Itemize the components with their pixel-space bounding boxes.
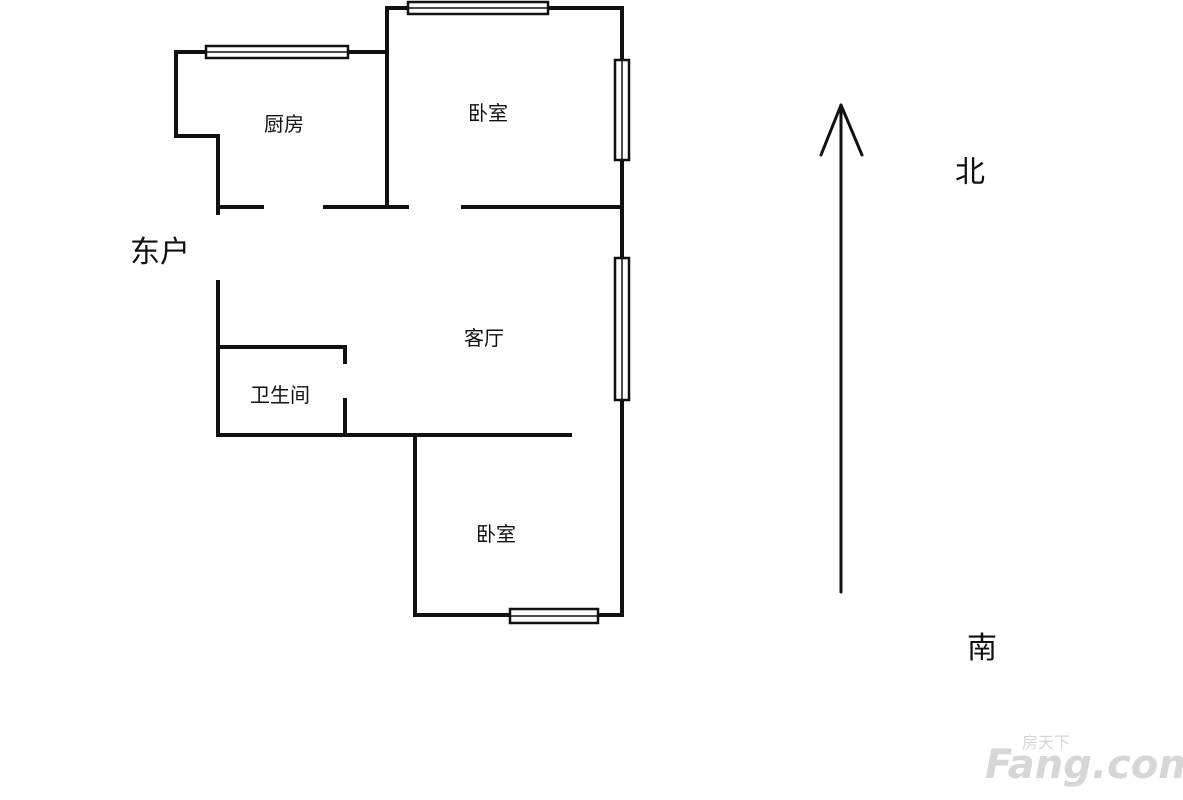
bedroom-south-label: 卧室 xyxy=(476,522,516,546)
window-bedroom-north-top xyxy=(406,0,550,16)
watermark-chinese: 房天下 xyxy=(1022,733,1070,752)
north-label: 北 xyxy=(955,155,985,190)
south-label: 南 xyxy=(967,631,997,666)
windows xyxy=(204,0,631,625)
north-arrow-icon xyxy=(819,103,864,594)
watermark-brand: Fang.com xyxy=(985,742,1183,788)
fang-watermark-logo: 房天下 Fang.com xyxy=(985,733,1183,788)
window-bedroom-north-side xyxy=(613,58,631,162)
walls xyxy=(174,6,624,617)
kitchen-label: 厨房 xyxy=(264,112,304,136)
bathroom-label: 卫生间 xyxy=(250,383,310,407)
window-kitchen xyxy=(204,44,350,60)
window-living-room xyxy=(613,256,631,402)
bedroom-north-label: 卧室 xyxy=(468,101,508,125)
living-room-label: 客厅 xyxy=(464,326,504,350)
window-bedroom-south xyxy=(508,607,600,625)
unit-label: 东户 xyxy=(130,235,190,270)
